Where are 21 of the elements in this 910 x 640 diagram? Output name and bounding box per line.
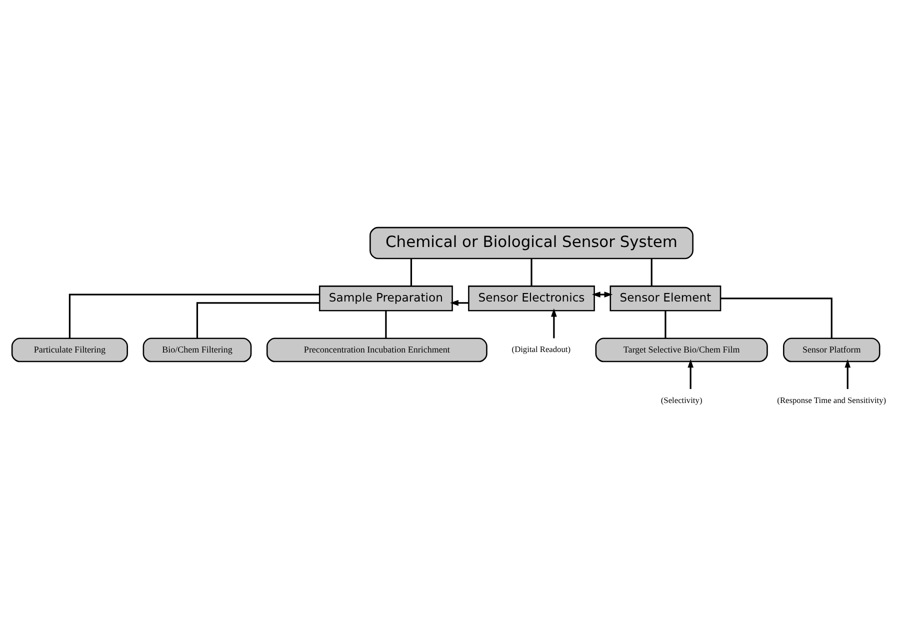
arrow (844, 359, 850, 390)
connector (530, 258, 532, 286)
connector (384, 310, 386, 338)
node-box: Bio/Chem Filtering (142, 338, 252, 362)
node-box: Chemical or Biological Sensor System (369, 226, 693, 260)
node-box: Preconcentration Incubation Enrichment (266, 338, 487, 362)
connector (650, 258, 652, 286)
node-box: Target Selective Bio/Chem Film (594, 338, 768, 362)
node-box: Sample Preparation (318, 286, 452, 312)
node-box: Sensor Platform (782, 338, 880, 362)
node-box: Sensor Element (609, 286, 721, 312)
node-box: Particulate Filtering (10, 338, 128, 362)
connector (410, 258, 412, 286)
arrow (687, 359, 694, 390)
connector (664, 310, 666, 338)
connector (68, 294, 319, 338)
arrow (550, 308, 556, 338)
node-box: Sensor Electronics (468, 286, 594, 312)
connector (196, 302, 319, 338)
arrow (450, 300, 468, 306)
connector (720, 298, 832, 338)
